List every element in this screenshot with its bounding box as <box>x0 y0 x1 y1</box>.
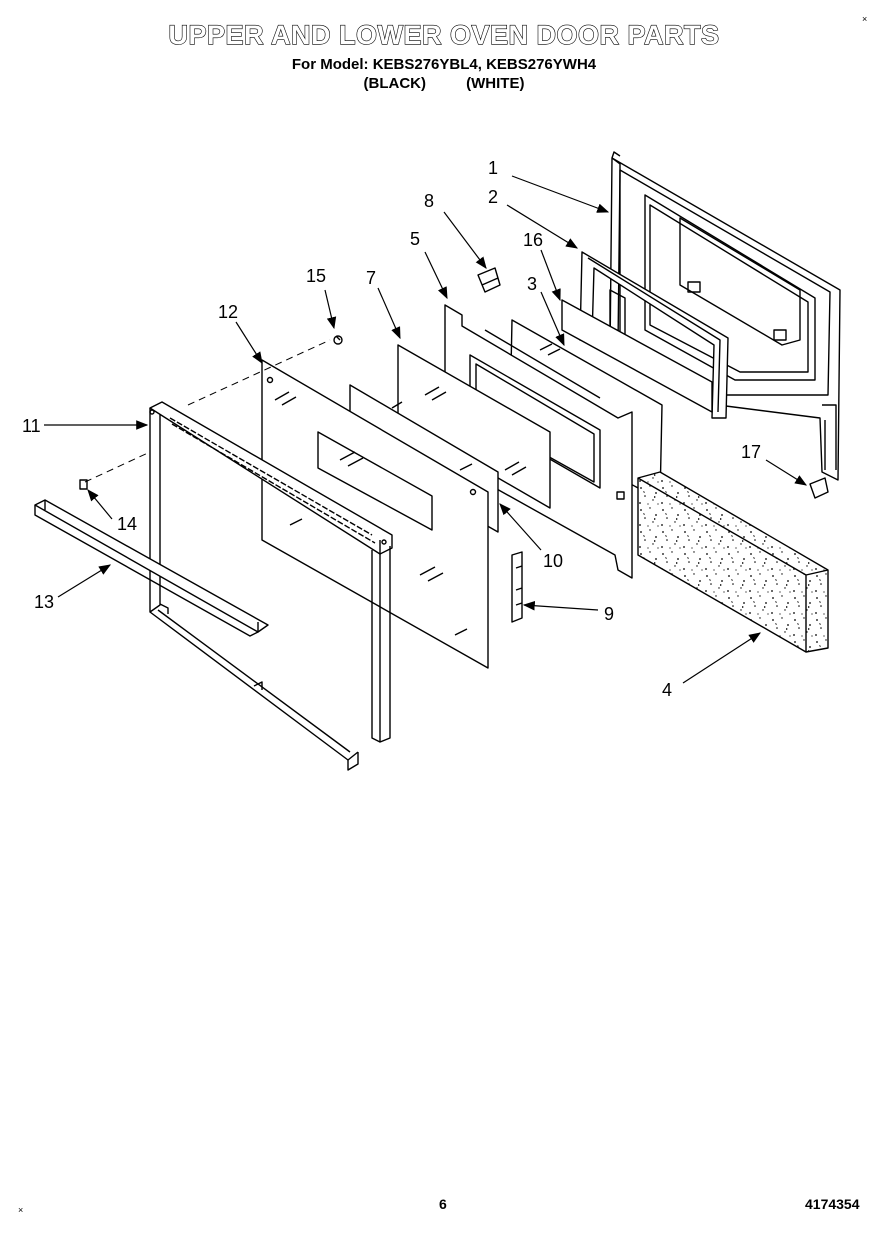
callout-3: 3 <box>527 274 537 294</box>
callout-1: 1 <box>488 158 498 178</box>
part-8-clip <box>477 267 501 293</box>
part-11-door-frame <box>149 401 393 771</box>
callout-14: 14 <box>117 514 137 534</box>
callout-15: 15 <box>306 266 326 286</box>
callout-10: 10 <box>543 551 563 571</box>
callout-2: 2 <box>488 187 498 207</box>
part-16-insulation-strip <box>561 299 713 413</box>
callout-8: 8 <box>424 191 434 211</box>
variant-white: (WHITE) <box>466 75 525 92</box>
callout-7: 7 <box>366 268 376 288</box>
callout-12: 12 <box>218 302 238 322</box>
part-14-handle-screw <box>79 479 88 490</box>
model-line: For Model: KEBS276YBL4, KEBS276YWH4 <box>291 56 597 73</box>
part-17-bumper <box>809 477 829 499</box>
part-13-door-handle <box>34 499 269 637</box>
callout-17: 17 <box>741 442 761 462</box>
part-7-glass-panel <box>397 344 551 509</box>
callout-4: 4 <box>662 680 672 700</box>
part-4-insulation-block <box>637 471 829 653</box>
callout-11: 11 <box>22 416 41 436</box>
callout-5: 5 <box>410 229 420 249</box>
corner-mark-bottom: × <box>18 1205 24 1215</box>
corner-mark-top: × <box>862 14 868 24</box>
part-9-hinge-bracket <box>511 551 523 623</box>
callout-16: 16 <box>523 230 543 250</box>
color-variants: (BLACK) (WHITE) <box>0 75 888 92</box>
part-15-screw <box>333 335 343 345</box>
part-12-outer-glass <box>261 359 489 669</box>
page-title: UPPER AND LOWER OVEN DOOR PARTS <box>168 19 720 50</box>
callout-13: 13 <box>34 592 54 612</box>
callout-9: 9 <box>604 604 614 624</box>
variant-black: (BLACK) <box>363 75 426 92</box>
page-number: 6 <box>439 1196 447 1212</box>
document-number: 4174354 <box>805 1196 860 1212</box>
